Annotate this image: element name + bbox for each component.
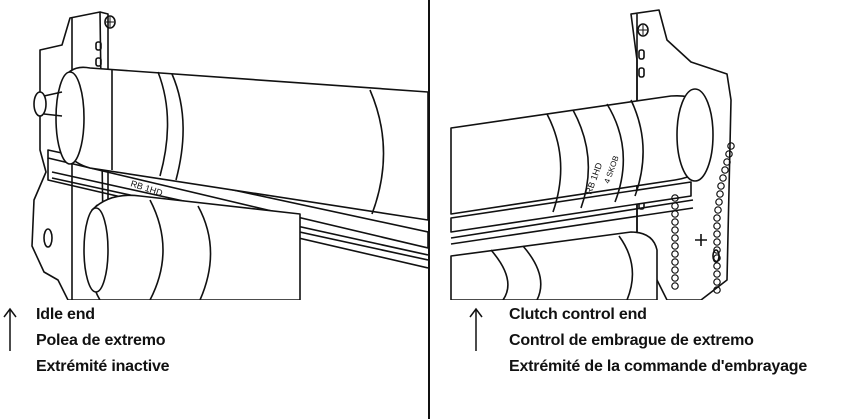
- idle-end-label-fr: Extrémité inactive: [36, 358, 170, 375]
- clutch-end-upper-roller: RB 1HD 4 SKOB: [450, 88, 714, 215]
- idle-end-lower-roller: [83, 194, 301, 300]
- idle-end-upper-roller: RB 1HD: [33, 66, 428, 221]
- clutch-end-bead-chain: [671, 142, 735, 294]
- clutch-end-panel: RB 1HD 4 SKOB Clutch contr: [431, 0, 866, 419]
- idle-end-illustration: RB 1HD: [31, 11, 428, 300]
- panel-divider: [428, 0, 430, 419]
- clutch-end-illustration: RB 1HD 4 SKOB: [450, 9, 735, 300]
- clutch-end-rail: [450, 181, 694, 245]
- idle-end-panel: RB 1HD Idle end Polea de extremo Extrémi…: [0, 0, 428, 419]
- clutch-end-label-es: Control de embrague de extremo: [509, 332, 754, 349]
- clutch-end-label-en: Clutch control end: [509, 306, 647, 323]
- clutch-end-labels: Clutch control end Control de embrague d…: [509, 302, 807, 380]
- clutch-end-label-fr: Extrémité de la commande d'embrayage: [509, 358, 808, 375]
- clutch-end-arrow-icon: [469, 307, 483, 351]
- idle-end-label-en: Idle end: [36, 306, 95, 323]
- clutch-end-lower-roller: [450, 231, 658, 300]
- idle-end-labels: Idle end Polea de extremo Extrémité inac…: [36, 302, 170, 380]
- idle-end-label-es: Polea de extremo: [36, 332, 166, 349]
- idle-end-arrow-icon: [3, 307, 17, 351]
